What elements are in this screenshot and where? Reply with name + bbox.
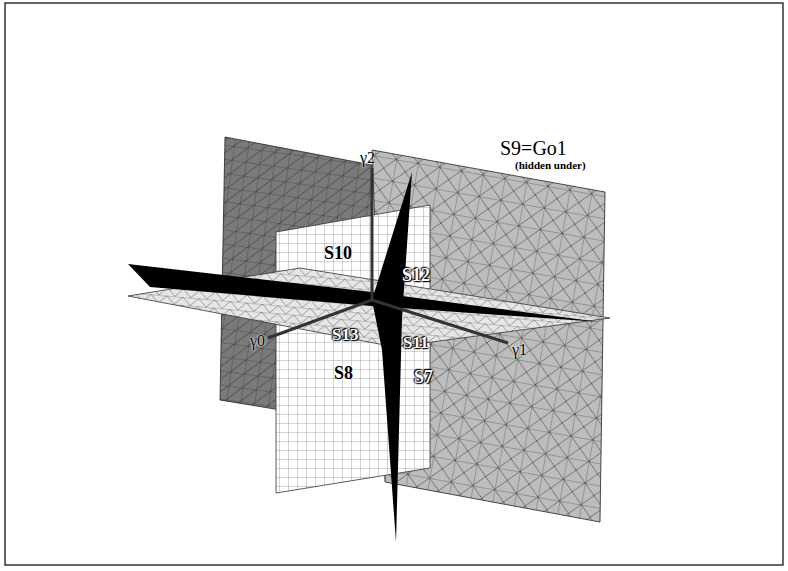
surface-label: S7 [414, 368, 433, 386]
figure-title: S9=Go1 [500, 138, 567, 158]
surface-label: S11 [403, 334, 429, 351]
note: (hidden under) [515, 160, 586, 171]
surface-label: S10 [324, 244, 352, 262]
axis-label: γ1 [512, 342, 527, 358]
axis-label: γ0 [250, 333, 265, 349]
surface-label: S13 [332, 326, 358, 343]
axis-label: γ2 [360, 150, 375, 166]
surface-label: S12 [402, 266, 430, 284]
surface-label: S8 [334, 364, 353, 382]
